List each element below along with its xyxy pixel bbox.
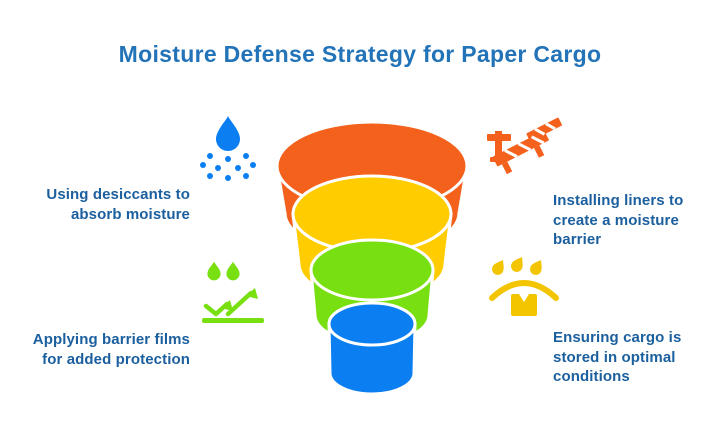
page-title: Moisture Defense Strategy for Paper Carg… <box>118 41 602 67</box>
crossed-barriers-icon <box>487 117 562 175</box>
label-optimal-conditions: Ensuring cargo is stored in optimal cond… <box>553 328 681 387</box>
label-line: conditions <box>553 368 630 385</box>
protected-cargo-icon <box>489 256 559 316</box>
label-line: Using desiccants to <box>46 186 190 203</box>
label-line: for added protection <box>42 350 190 368</box>
label-line: create a moisture <box>553 211 679 229</box>
label-line: barrier <box>553 231 602 248</box>
funnel-stage-4-top <box>327 301 417 347</box>
box-flap-notch <box>519 294 529 302</box>
funnel-stage-3-top <box>309 238 435 302</box>
label-line: Installing liners to <box>553 192 684 209</box>
label-line: Applying barrier films <box>32 331 190 348</box>
label-line: absorb moisture <box>70 205 190 223</box>
label-barrier-films: Applying barrier films for added protect… <box>33 330 190 369</box>
bounce-arrows-icon <box>202 261 264 323</box>
label-line: Ensuring cargo is <box>553 329 682 346</box>
label-installing-liners: Installing liners to create a moisture b… <box>553 191 683 250</box>
label-line: stored in optimal <box>553 348 676 366</box>
funnel-stage-4 <box>327 301 417 396</box>
label-using-desiccants: Using desiccants to absorb moisture <box>46 185 190 224</box>
droplet-spray-icon <box>200 116 256 181</box>
